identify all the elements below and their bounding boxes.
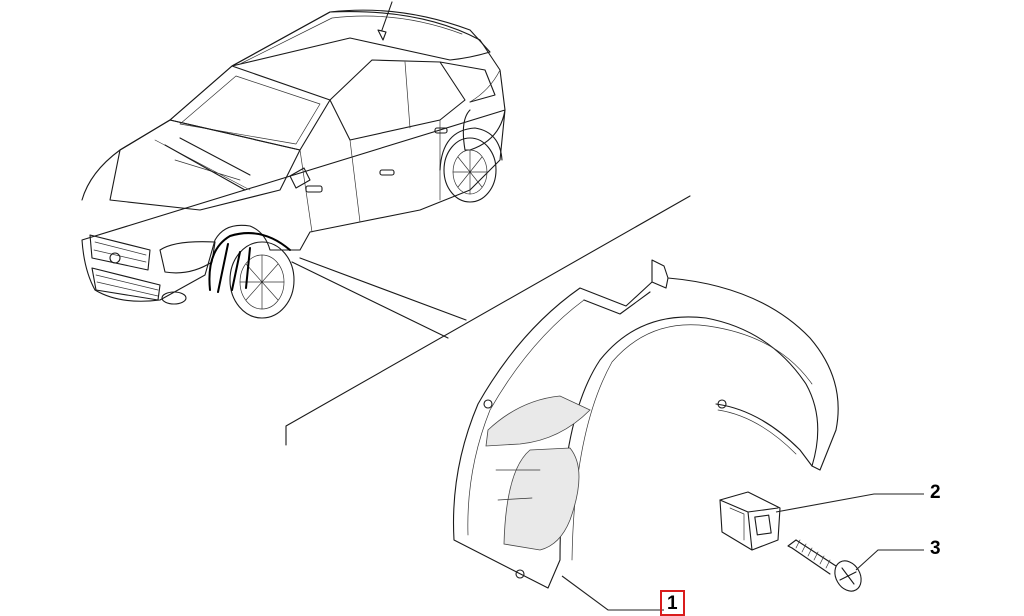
leader-line-1 [561,575,664,611]
callout-2-label: 2 [930,482,941,503]
leader-line-3 [855,549,924,571]
callout-3[interactable]: 3 [930,539,941,558]
callout-1[interactable]: 1 [660,590,685,616]
clip-nut [719,491,781,551]
callout-2[interactable]: 2 [930,483,941,502]
leader-line-2 [775,493,924,513]
callout-1-label: 1 [667,593,678,614]
leader-lines [561,493,924,611]
wheel-arch-liner [453,259,839,589]
screw [787,539,862,592]
detail-guide-lines [285,195,691,446]
car-overview [81,1,506,319]
callout-3-label: 3 [930,538,941,559]
